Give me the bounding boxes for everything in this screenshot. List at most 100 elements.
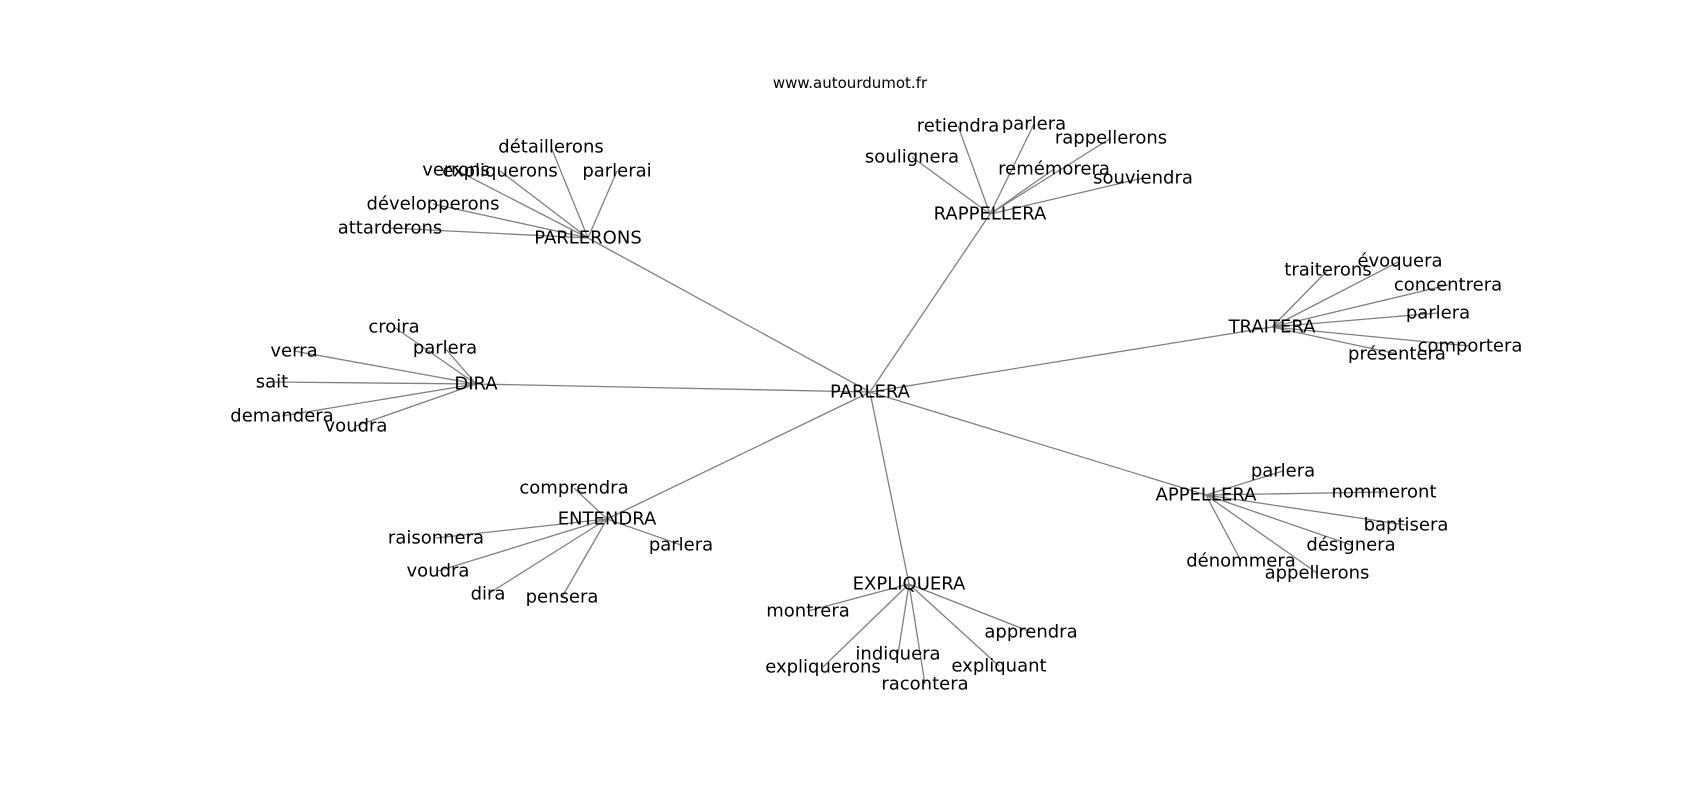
leaf-node-label: désignera xyxy=(1306,535,1395,556)
leaf-node-label: baptisera xyxy=(1364,515,1449,536)
leaf-node-label: parlerai xyxy=(582,161,651,182)
edge-hub-leaf xyxy=(561,518,608,598)
edge-hub-leaf xyxy=(389,227,589,239)
edge-hub-leaf xyxy=(1205,494,1318,574)
leaf-node-label: expliquant xyxy=(951,656,1046,677)
leaf-node-label: développerons xyxy=(367,194,500,215)
leaf-node-label: indiquera xyxy=(855,644,940,665)
edge-hub-leaf xyxy=(393,326,477,385)
hub-node-label: TRAITERA xyxy=(1228,317,1317,338)
leaf-node-label: expliquerons xyxy=(765,657,881,678)
edge-hub-leaf xyxy=(435,518,608,539)
edge-hub-leaf xyxy=(271,381,477,385)
edge-hub-leaf xyxy=(1271,326,1471,347)
leaf-node-label: souviendra xyxy=(1093,168,1193,189)
leaf-node-label: voudra xyxy=(325,416,388,437)
edge-hub-leaf xyxy=(550,146,589,239)
edge-hub-leaf xyxy=(1271,312,1439,328)
edge-hub-leaf xyxy=(444,347,477,385)
edge-hub-leaf xyxy=(355,383,477,427)
edge-hub-leaf xyxy=(1271,284,1449,328)
leaf-node-label: traiterons xyxy=(1284,260,1371,281)
leaf-node-label: verra xyxy=(270,341,317,362)
hub-node-label: APPELLERA xyxy=(1156,485,1258,506)
hub-node-label: PARLERONS xyxy=(534,228,642,249)
hub-node-label: EXPLIQUERA xyxy=(853,574,966,595)
leaf-node-label: montrera xyxy=(766,601,850,622)
leaf-node-label: présentera xyxy=(1348,344,1446,365)
leaf-node-label: parlera xyxy=(1406,303,1470,324)
edge-center-hub xyxy=(606,391,871,520)
edge-hub-leaf xyxy=(908,583,1000,667)
edge-hub-leaf xyxy=(437,518,608,572)
edge-hub-leaf xyxy=(822,583,910,668)
edge-hub-leaf xyxy=(293,350,477,385)
hub-node-label: ENTENDRA xyxy=(558,509,657,530)
hub-node-label: DIRA xyxy=(454,374,498,395)
leaf-node-label: croira xyxy=(368,317,419,338)
leaf-node-label: retiendra xyxy=(917,116,999,137)
edge-hub-leaf xyxy=(908,583,1032,633)
leaf-node-label: appellerons xyxy=(1265,563,1370,584)
edges xyxy=(271,123,1471,685)
leaf-node-label: sait xyxy=(256,372,288,393)
edge-hub-leaf xyxy=(989,168,1055,215)
leaf-node-label: apprendra xyxy=(984,622,1077,643)
leaf-node-label: comprendra xyxy=(519,478,628,499)
edge-hub-leaf xyxy=(487,518,608,595)
leaf-node-label: demandera xyxy=(230,406,333,427)
edge-hub-leaf xyxy=(587,170,618,239)
edge-center-hub xyxy=(869,391,910,585)
leaf-node-label: verrons xyxy=(422,160,490,181)
edge-hub-leaf xyxy=(1205,494,1407,526)
edge-center-hub xyxy=(869,326,1273,393)
leaf-node-label: détaillerons xyxy=(498,137,603,158)
leaf-node-label: parlera xyxy=(1002,114,1066,135)
edge-hub-leaf xyxy=(989,137,1112,215)
edge-hub-leaf xyxy=(1271,260,1401,328)
leaf-node-label: nommeront xyxy=(1331,482,1436,503)
edge-hub-leaf xyxy=(1205,494,1352,546)
edge-hub-leaf xyxy=(989,123,1035,215)
edge-hub-leaf xyxy=(989,177,1144,215)
edge-hub-leaf xyxy=(1271,326,1398,355)
leaf-node-label: soulignera xyxy=(865,147,959,168)
leaf-node-label: voudra xyxy=(407,561,470,582)
edge-center-hub xyxy=(475,383,871,393)
leaf-node-label: dénommera xyxy=(1186,551,1296,572)
edge-hub-leaf xyxy=(908,583,926,685)
leaf-node-label: remémorera xyxy=(998,159,1110,180)
edge-hub-leaf xyxy=(455,169,589,239)
edge-hub-leaf xyxy=(606,518,682,546)
edge-hub-leaf xyxy=(1205,491,1385,496)
leaf-node-label: parlera xyxy=(413,338,477,359)
leaf-node-label: comportera xyxy=(1418,336,1523,357)
leaf-node-label: évoquera xyxy=(1357,251,1442,272)
leaf-node-label: parlera xyxy=(649,535,713,556)
leaf-node-label: dira xyxy=(471,584,506,605)
watermark: www.autourdumot.fr xyxy=(773,74,928,92)
leaf-node-label: rappellerons xyxy=(1055,128,1167,149)
edge-hub-leaf xyxy=(499,170,589,239)
edge-hub-leaf xyxy=(1205,470,1284,496)
edge-center-hub xyxy=(587,237,871,393)
leaf-node-label: attarderons xyxy=(338,218,443,239)
edge-hub-leaf xyxy=(281,383,477,417)
leaf-node-label: raisonnera xyxy=(388,528,484,549)
center-node-label: PARLERA xyxy=(830,382,911,403)
edge-hub-leaf xyxy=(897,583,910,655)
edge-hub-leaf xyxy=(1271,269,1329,328)
hub-node-label: RAPPELLERA xyxy=(934,204,1047,225)
edge-hub-leaf xyxy=(807,583,910,612)
edge-center-hub xyxy=(869,213,991,393)
edge-center-hub xyxy=(869,391,1207,496)
edge-hub-leaf xyxy=(911,156,991,215)
node-labels: PARLERA PARLERONS détaillerons verrons expli… xyxy=(230,114,1522,695)
edge-hub-leaf xyxy=(573,487,608,520)
leaf-node-label: pensera xyxy=(526,587,599,608)
leaf-node-label: parlera xyxy=(1251,461,1315,482)
edge-hub-leaf xyxy=(1205,494,1242,562)
leaf-node-label: racontera xyxy=(881,674,968,695)
edge-hub-leaf xyxy=(957,125,991,215)
